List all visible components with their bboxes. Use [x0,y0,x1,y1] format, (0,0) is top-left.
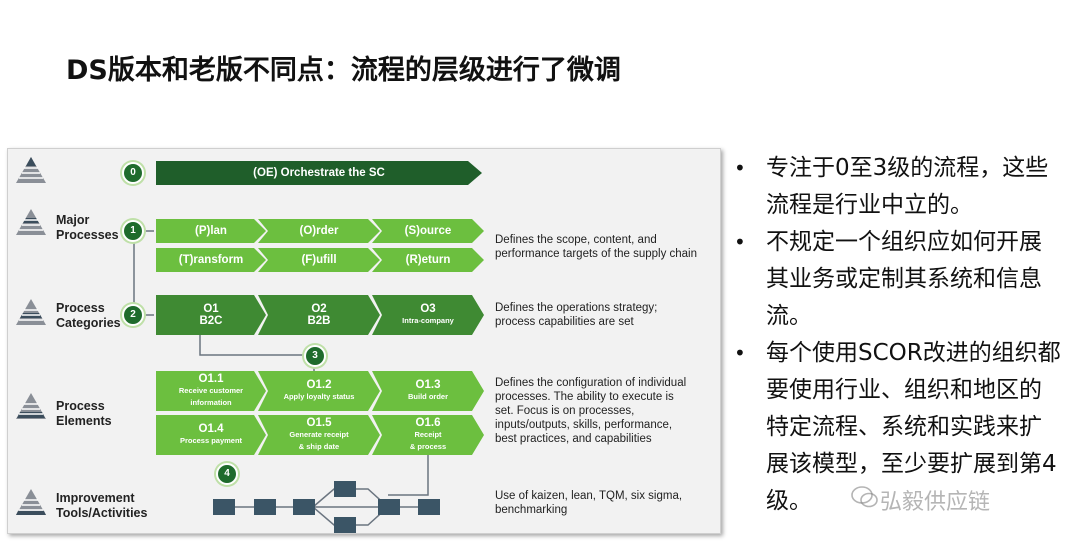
description-improvement-tools: Use of kaizen, lean, TQM, six sigma, ben… [495,490,683,516]
description-process-elements: Defines the configuration of individual … [495,377,687,445]
bullet-dot-icon: • [734,230,746,254]
level-label-process-elements: Process Elements [56,399,112,428]
level-3-badge: 3 [304,345,326,367]
level-4-badge: 4 [216,463,238,485]
pyramid-icon [16,489,46,515]
major-process-order: (O)rder [258,219,380,243]
page-title: DS版本和老版不同点：流程的层级进行了微调 [66,55,621,86]
tool-box [418,499,440,515]
level-2-badge: 2 [122,304,144,326]
level-0-badge: 0 [122,162,144,184]
description-major-processes: Defines the scope, content, and performa… [495,234,698,260]
description-process-categories: Defines the operations strategy; process… [495,302,658,328]
level-label-improvement-tools: Improvement Tools/Activities [56,491,148,520]
wechat-icon [851,486,878,508]
bullet-list: •专注于0至3级的流程，这些流程是行业中立的。 •不规定一个组织应如何开展其业务… [734,150,1064,520]
scor-level-diagram: Major Processes Process Categories Proce… [7,148,721,534]
watermark: 弘毅供应链 [880,490,991,515]
pyramid-icon [16,209,46,235]
orchestrate-bar: (OE) Orchestrate the SC [156,161,482,185]
pyramid-icon [16,299,46,325]
tool-box [334,517,356,533]
tool-box [293,499,315,515]
connector-lines [133,230,429,526]
pyramid-icon [16,157,46,183]
level-label-process-categories: Process Categories [56,301,121,330]
tool-box [334,481,356,497]
bullet-item: •不规定一个组织应如何开展其业务或定制其系统和信息流。 [734,224,1064,335]
bullet-dot-icon: • [734,156,746,180]
tool-box [378,499,400,515]
major-process-plan: (P)lan [156,219,266,243]
tool-box [213,499,235,515]
major-process-return: (R)eturn [372,248,484,272]
major-process-transform: (T)ransform [156,248,266,272]
bullet-item: •专注于0至3级的流程，这些流程是行业中立的。 [734,150,1064,224]
pyramid-icon [16,393,46,419]
tool-box [254,499,276,515]
level-label-major-processes: Major Processes [56,213,119,242]
bullet-dot-icon: • [734,341,746,365]
orchestrate-label: (OE) Orchestrate the SC [253,167,385,179]
level-1-badge: 1 [122,220,144,242]
major-process-source: (S)ource [372,219,484,243]
major-process-fufill: (F)ufill [258,248,380,272]
bullet-item: •每个使用SCOR改进的组织都要使用行业、组织和地区的特定流程、系统和实践来扩展… [734,335,1064,520]
